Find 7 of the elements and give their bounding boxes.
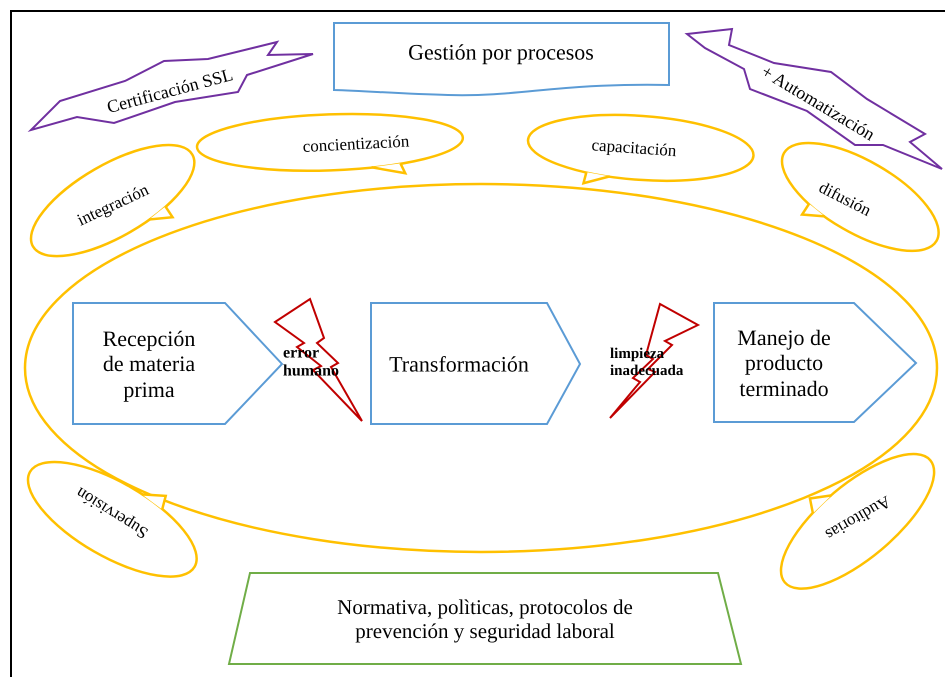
bubble-label: concientización <box>302 131 410 157</box>
step-label: Transformación <box>388 351 530 377</box>
step-label: Recepción de materia prima <box>102 326 196 402</box>
step-label: Manejo de producto terminado <box>736 325 832 401</box>
bubble-label: capacitación <box>590 135 678 161</box>
heading-text: Gestión por procesos <box>408 39 594 65</box>
trapezoid-label: Normativa, polìticas, protocolos de prevención y seguridad laboral <box>336 594 634 644</box>
